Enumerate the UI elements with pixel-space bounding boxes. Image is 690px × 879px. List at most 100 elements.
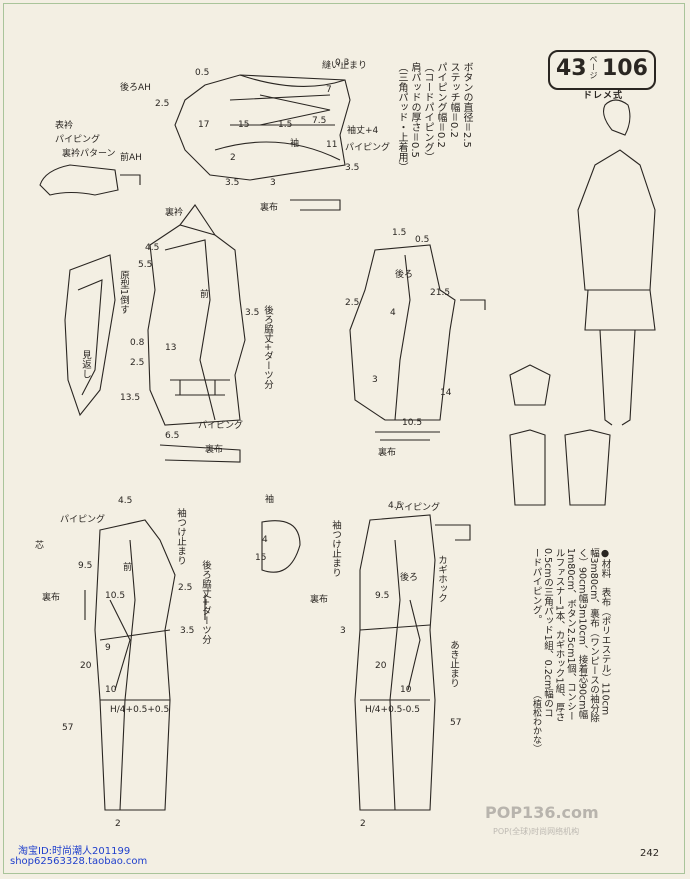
dim-label: 57 [450,718,461,728]
dim-label: 2 [360,819,366,829]
badge-number-left: 43 [556,56,587,81]
note-line: （コードパイピング） [422,62,433,162]
label-ura-nuno: 裏布 [378,446,396,458]
dim-label: 15 [255,553,266,563]
label-sodetsuke: 袖つけ止まり [330,520,341,577]
label-sode: 袖 [290,137,299,149]
label-ura-nuno: 裏布 [260,201,278,213]
lapel-line [179,204,216,236]
flat-dress-back [509,429,546,506]
dress-back-outline [354,514,436,811]
figure-head [603,99,631,136]
dim-label: 2 [115,819,121,829]
dim-label: 14 [440,388,452,398]
note-line: 肩パッドの厚さ＝0.5 [409,62,420,158]
label-shin: 芯 [35,539,44,551]
label-ushiro: 後ろ [400,571,418,583]
dress-front-grain [84,590,206,620]
facing-piece [64,254,116,417]
dim-label: 3 [372,375,378,385]
dim-label: 3.5 [180,626,194,636]
dim-label: 3 [270,178,276,188]
label-genkei: 原型1倒す [118,270,129,315]
dim-label: 9 [105,643,111,653]
label-piping: パイピング [395,501,440,513]
shop-url[interactable]: shop62563328.taobao.com [10,856,148,867]
dim-label: 4.5 [145,243,159,253]
dim-label: 2.5 [155,99,169,109]
dim-label: 9.5 [375,591,389,601]
back-detail [375,431,440,441]
dim-label: 4 [390,308,396,318]
hem-detail [159,444,241,463]
hip-front-label: H/4+0.5+0.5 [110,705,169,715]
dim-label: 7 [326,85,332,95]
label-piping: パイピング [198,419,243,431]
flat-jacket [509,364,551,406]
dress-back-zip [435,524,471,541]
dim-label: 10.5 [402,418,422,428]
collar-detail [120,174,141,185]
page-number: 242 [640,848,660,859]
note-line: パイピング幅＝0.2 [435,62,446,148]
dress-front-dart [109,599,131,691]
hip-back-label: H/4+0.5-0.5 [365,705,420,715]
dim-label: 0.8 [130,338,145,348]
label-ura-eri: 裏衿 [165,206,183,218]
dim-label: 10.5 [105,591,125,601]
label-ura-nuno: 裏布 [42,591,60,603]
dim-label: 57 [62,723,73,733]
dim-label: 2.5 [130,358,144,368]
construction-notes: ボタンの直径＝2.5 ステッチ幅＝0.2 パイピング幅＝0.2 （コードパイピン… [395,62,473,212]
dim-label: 0.5 [195,68,209,78]
watermark-site: POP136.com [485,803,599,822]
label-piping: パイピング [55,133,100,145]
back-hanger [460,299,486,310]
label-piping: パイピング [345,141,390,153]
badge-number-right: 106 [602,56,648,81]
note-line: ボタンの直径＝2.5 [461,62,472,148]
badge-subtitle: ドレメ式 [583,91,624,101]
dress-front-seam [99,539,171,811]
jacket-back-body [349,244,456,421]
dim-label: 0.3 [335,58,349,68]
dress-back-dart [407,599,421,691]
dim-label: 10 [105,685,117,695]
label-mae: 前 [123,561,132,573]
dim-label: 3.5 [225,178,239,188]
label-omote-eri: 表衿 [55,119,73,131]
label-ushiro-waki: 後ろ脇丈+ダーツ分 [262,305,273,389]
dim-label: 2.5 [345,298,359,308]
dim-label: 0.5 [415,235,429,245]
flat-dress-front [564,429,611,506]
dim-label: 4.5 [388,501,402,511]
figure-jacket [577,149,656,291]
label-mae-ah: 前AH [120,151,142,163]
figure-legs [599,329,636,426]
dim-label: 13.5 [120,393,140,403]
label-ura-nuno: 裏布 [310,593,328,605]
dim-label: 21.5 [430,288,450,298]
facing-inner [77,279,103,396]
dim-label: 10 [400,685,412,695]
label-mikaeshi: 見返し [80,350,91,379]
dim-label: 3 [340,626,346,636]
designer-credit: （植松わかな） [531,690,541,753]
label-sodetake: 袖丈+4 [347,124,379,136]
dress-front-outline [94,519,176,811]
figure-skirt [584,289,656,331]
detail-small [290,199,341,211]
collar-piece [39,164,119,196]
dart-line [259,94,331,126]
dim-label: 11 [326,140,337,150]
jacket-back-outline [174,74,351,181]
jacket-back-seam [394,254,411,421]
jacket-front-inner [164,239,230,421]
dim-label: 20 [375,661,387,671]
page-frame [3,3,685,874]
label-mae: 前 [200,288,209,300]
dim-label: 2 [230,153,236,163]
dim-label: 1.5 [278,120,292,130]
dim-label: 2.5 [178,583,192,593]
dress-sleeve-outline [261,520,301,573]
